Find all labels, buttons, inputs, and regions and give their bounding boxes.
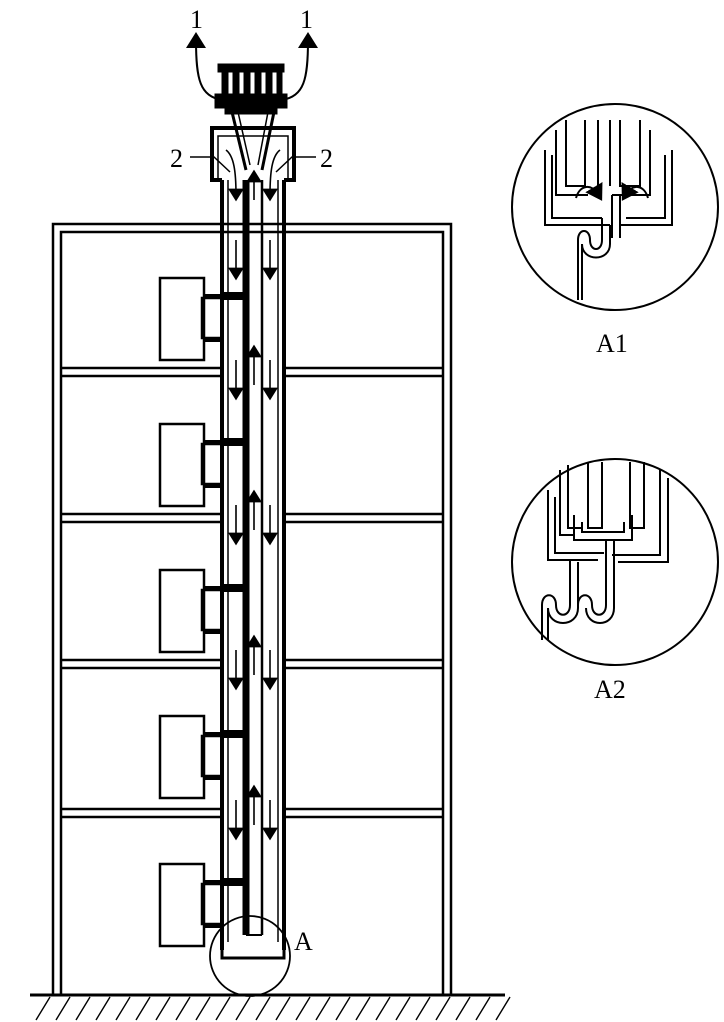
building-frame <box>51 222 453 997</box>
detail-a2 <box>511 458 719 666</box>
detail-label-a: A <box>294 927 313 956</box>
exhaust-arrows <box>186 32 318 101</box>
appliance-unit-1 <box>158 276 246 362</box>
detail-label-a2: A2 <box>594 675 626 704</box>
appliance-unit-2 <box>158 422 246 508</box>
detail-a1 <box>511 103 719 311</box>
outlet-label-right: 1 <box>300 5 313 34</box>
flow-arrows <box>228 240 278 841</box>
appliance-unit-5 <box>158 862 246 948</box>
ground <box>30 993 511 1021</box>
appliance-units <box>158 276 246 948</box>
intake-leaders <box>190 156 316 173</box>
appliance-unit-3 <box>158 568 246 654</box>
funnel-arrows <box>225 149 281 202</box>
appliance-unit-4 <box>158 714 246 800</box>
intake-label-right: 2 <box>320 144 333 173</box>
flue-terminal <box>210 63 296 182</box>
flue-shaft <box>220 180 286 960</box>
detail-circle-a <box>209 915 291 997</box>
detail-label-a1: A1 <box>596 329 628 358</box>
outlet-label-left: 1 <box>190 5 203 34</box>
intake-label-left: 2 <box>170 144 183 173</box>
